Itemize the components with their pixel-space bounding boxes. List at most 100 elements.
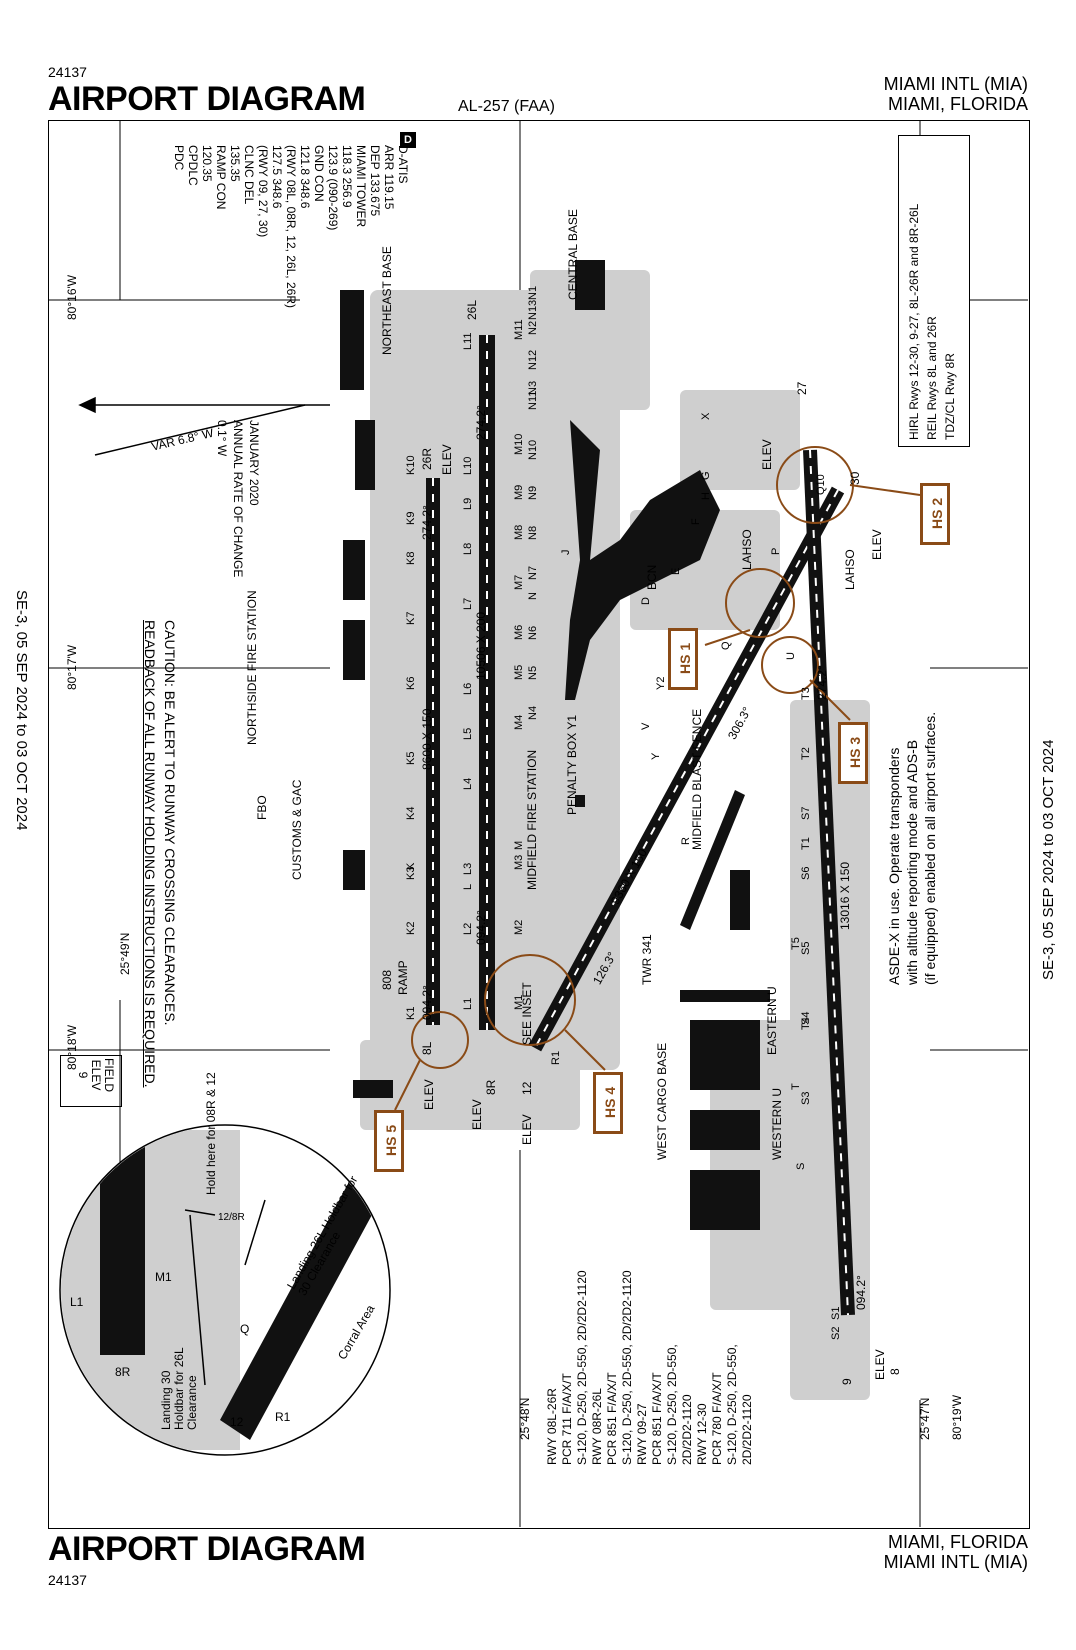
label-see-inset: SEE INSET [520,982,534,1045]
page-title: AIRPORT DIAGRAM [48,80,366,118]
inset-runway-8r [100,1126,145,1355]
rwy-27-hdg: 274.2° [815,665,829,700]
label-lahso-2: LAHSO [843,549,857,590]
elev-label-27: ELEV [760,439,774,470]
hot-spot-1-leader [704,629,751,646]
building [343,620,365,680]
comms-clnc-label: CLNC DEL [242,145,256,205]
west-cargo-building [680,990,770,1002]
datalink-badge: D [400,132,416,148]
west-cargo-building [690,1110,760,1150]
comms-cpdlc: CPDLC [186,145,200,186]
elev-label-8r: ELEV [470,1099,484,1130]
inset-sign: 12/8R [218,1212,245,1223]
inset-m1: M1 [155,1270,172,1284]
east-apron [680,390,800,490]
pcr-rwy-08r: RWY 08R-26L [590,1388,604,1465]
asde-line-1: ASDE-X in use. Operate transponders [886,747,902,985]
elev-value-9: 8 [888,1368,902,1375]
label-west-cargo-base: WEST CARGO BASE [655,1042,669,1160]
header-airport-block: MIAMI INTL (MIA) MIAMI, FLORIDA [884,74,1028,114]
hot-spot-2-label: HS 2 [929,497,945,529]
rwy-26r-hdg: 274.2° [420,505,434,540]
runway-12-30-centerline [534,489,839,1049]
label-customs-gac: CUSTOMS & GAC [290,779,304,880]
hot-spot-3: HS 3 [838,722,868,784]
rwy-8r-dims: 10506 X 200 [474,611,488,680]
comms-tower-label: MIAMI TOWER [354,145,368,228]
rwy-8l-end: 8L [420,1041,434,1055]
chart-number: AL-257 (FAA) [458,98,555,115]
midfield-fire-station [575,795,585,807]
pcr-rwy-12-weights2: 2D/2D2-1120 [740,1394,754,1466]
blast-fence [680,790,745,930]
pcr-rwy-12-weights1: S-120, D-250, 2D-550, [725,1344,739,1465]
field-elev-label1: FIELD [102,1058,116,1093]
footer-airport: MIAMI INTL (MIA) [883,1552,1028,1572]
lighting-block: HIRL Rwys 12-30, 9-27, 8L-26R and 8R-26L… [905,204,959,440]
building [343,850,365,890]
annual-rate-block: JANUARY 2020 ANNUAL RATE OF CHANGE 0.1° … [214,420,262,577]
rwy-8r-hdg: 094.2° [474,910,488,945]
inset-hold-line [184,1209,216,1216]
rwy-12-end: 12 [520,1081,534,1095]
rwy-9-dims: 13016 X 150 [838,861,852,930]
hot-spot-4-label: HS 4 [602,1086,618,1118]
footer-city: MIAMI, FLORIDA [887,1532,1028,1552]
rate-value: 0.1° W [215,420,229,457]
rwy-30-end: 30 [848,471,862,485]
label-central-base: CENTRAL BASE [566,209,580,300]
runway-9-27-centerline [809,449,849,1316]
coord-lat-49: 25°49'N [118,932,132,975]
label-northside-fire: NORTHSIDE FIRE STATION [245,590,259,745]
pcr-rwy-09: RWY 09-27 [635,1403,649,1465]
pcr-rwy-09-pcr: PCR 851 F/A/X/T [650,1372,664,1465]
rwy-8r-end: 8R [484,1079,498,1095]
hot-spot-5-label: HS 5 [383,1124,399,1156]
inset-r1: R1 [275,1410,291,1424]
comms-gnd-freq2: 127.5 348.6 [270,145,284,209]
rwy-9-hdg: 094.2° [854,1275,868,1310]
inset-runway-12 [220,1180,380,1440]
central-base-building [575,260,605,310]
comms-tower-freq: 118.3 256.9 [340,145,354,208]
label-penalty-box: PENALTY BOX Y1 [565,714,579,815]
inset-12: 12 [230,1415,244,1429]
label-bcn: BCN [645,564,659,590]
comms-block: D-ATIS ARR 119.15 DEP 133.675 MIAMI TOWE… [172,145,410,308]
inset-q: Q [240,1322,250,1336]
label-midfield-blast-fence: MIDFIELD BLAST FENCE [690,708,704,850]
pcr-rwy-08l-weights: S-120, D-250, 2D-550, 2D/2D2-1120 [575,1270,589,1465]
west-cargo-building [690,1020,760,1090]
inset-8r: 8R [115,1365,131,1379]
coord-lon-19: 80°19'W [950,1394,964,1440]
label-fbo: FBO [255,795,269,820]
label-ramp-808: 808 [380,969,394,990]
magnetic-north-arrow [94,404,306,456]
building [730,870,750,930]
comms-atis: D-ATIS [396,145,410,184]
pcr-block: RWY 08L-26R PCR 711 F/A/X/T S-120, D-250… [545,1270,755,1465]
pcr-rwy-08r-pcr: PCR 851 F/A/X/T [605,1372,619,1465]
lighting-box [898,135,970,447]
west-cargo-building [690,1170,760,1230]
footer-airport-block: MIAMI, FLORIDA MIAMI INTL (MIA) [884,1532,1028,1572]
lighting-hirl: HIRL Rwys 12-30, 9-27, 8L-26R and 8R-26L [907,203,921,440]
inset-holdbar-30-line [244,1199,266,1266]
header-city: MIAMI, FLORIDA [887,94,1028,114]
elev-label-26r: ELEV [440,444,454,475]
hot-spot-4-circle [484,954,576,1046]
hot-spot-2: HS 2 [920,483,950,545]
hot-spot-5: HS 5 [374,1110,404,1172]
footer-id: 24137 [48,1572,87,1588]
hot-spot-2-leader [849,484,921,496]
hot-spot-1-label: HS 1 [677,642,693,674]
caution-block: CAUTION: BE ALERT TO RUNWAY CROSSING CLE… [140,620,180,1088]
comms-pdc: PDC [172,145,186,171]
caution-line-1: CAUTION: BE ALERT TO RUNWAY CROSSING CLE… [162,620,178,1026]
field-elev-label2: ELEV [89,1059,103,1091]
central-apron [530,270,650,410]
elev-label-12: ELEV [520,1114,534,1145]
comms-tower-freq2: 123.9 (090-269) [326,145,340,231]
